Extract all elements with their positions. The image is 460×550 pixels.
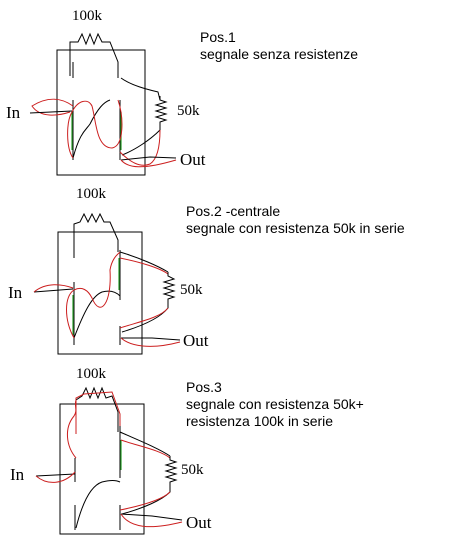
wire bbox=[31, 98, 74, 116]
resistor-100k-label: 100k bbox=[76, 186, 107, 202]
wire bbox=[119, 307, 169, 329]
resistor-50k bbox=[121, 456, 178, 515]
output-label: Out bbox=[183, 331, 209, 350]
resistor-100k bbox=[69, 32, 119, 76]
position-description: segnale con resistenza 50k in serie bbox=[186, 220, 405, 236]
input-label: In bbox=[6, 103, 21, 122]
wire bbox=[119, 257, 169, 275]
wire bbox=[119, 431, 171, 457]
wire bbox=[75, 480, 121, 529]
resistor-50k-label: 50k bbox=[180, 282, 203, 298]
resistor-50k-label: 50k bbox=[177, 103, 200, 119]
resistor-100k-label: 100k bbox=[76, 366, 107, 382]
diagram-pos-1: 100k 50k In Out Pos.1 segnale senza resi… bbox=[6, 8, 358, 176]
input-wire bbox=[29, 110, 73, 114]
position-description: segnale senza resistenze bbox=[200, 46, 358, 62]
output-wire bbox=[120, 156, 177, 161]
wire bbox=[120, 77, 161, 101]
input-wire bbox=[33, 284, 74, 293]
switch-body bbox=[59, 403, 145, 535]
resistor-50k-label: 50k bbox=[181, 462, 204, 478]
output-label: Out bbox=[180, 150, 206, 169]
output-wire bbox=[121, 337, 181, 341]
position-title: Pos.3 bbox=[186, 379, 222, 395]
resistor-100k bbox=[73, 212, 119, 258]
input-label: In bbox=[8, 283, 23, 302]
output-wire bbox=[120, 159, 177, 168]
input-label: In bbox=[10, 465, 25, 484]
input-wire bbox=[35, 471, 76, 483]
wire bbox=[67, 399, 77, 459]
wire bbox=[73, 290, 121, 339]
position-description: segnale con resistenza 50k+ bbox=[186, 396, 364, 412]
wire bbox=[67, 99, 123, 159]
resistor-100k-label: 100k bbox=[72, 8, 103, 24]
resistor-50k bbox=[121, 96, 168, 156]
wire bbox=[119, 251, 169, 273]
output-label: Out bbox=[186, 513, 212, 532]
wire bbox=[66, 251, 121, 339]
position-title: Pos.1 bbox=[200, 29, 236, 45]
wire bbox=[72, 99, 111, 159]
diagram-pos-3: 100k 50k In Out Pos.3 segnale con resist… bbox=[10, 366, 364, 535]
output-wire bbox=[120, 513, 183, 528]
wire bbox=[119, 491, 171, 511]
input-wire bbox=[35, 473, 76, 477]
wire bbox=[120, 439, 171, 459]
output-wire bbox=[120, 337, 181, 347]
switch-body bbox=[57, 231, 143, 355]
switch-body bbox=[56, 49, 146, 176]
diagram-pos-2: 100k 50k In Out Pos.2 -centrale segnale … bbox=[8, 186, 405, 355]
input-wire bbox=[33, 288, 74, 293]
position-description: resistenza 100k in serie bbox=[186, 413, 333, 429]
resistor-50k bbox=[121, 272, 176, 333]
position-title: Pos.2 -centrale bbox=[186, 203, 280, 219]
output-wire bbox=[120, 513, 183, 521]
wire bbox=[75, 391, 121, 434]
